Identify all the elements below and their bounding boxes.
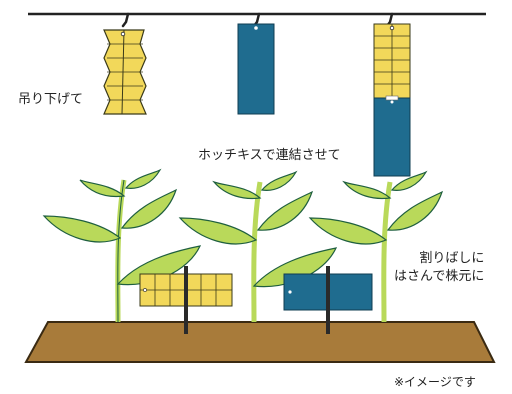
caption-stake-line2: はさんで株元に: [394, 269, 485, 284]
hook-left: [121, 12, 130, 28]
folded-yellow-trap: [103, 29, 147, 115]
hanging-blue-trap: [237, 23, 275, 115]
stake-with-yellow-trap: [139, 266, 233, 334]
stapled-traps: [373, 23, 411, 177]
plant-middle: [178, 170, 338, 323]
caption-stake-line1: 割りばしに: [419, 251, 485, 266]
caption-hang: 吊り下げて: [18, 92, 84, 107]
stake-with-blue-trap: [283, 266, 373, 334]
caption-staple: ホッチキスで連結させて: [198, 148, 341, 163]
soil-bed: [24, 321, 496, 363]
image-note: ※イメージです: [394, 375, 476, 389]
plant-left: [42, 168, 202, 323]
plant-right: [308, 170, 444, 323]
caption-stake: 割りばしに はさんで株元に: [394, 250, 484, 286]
